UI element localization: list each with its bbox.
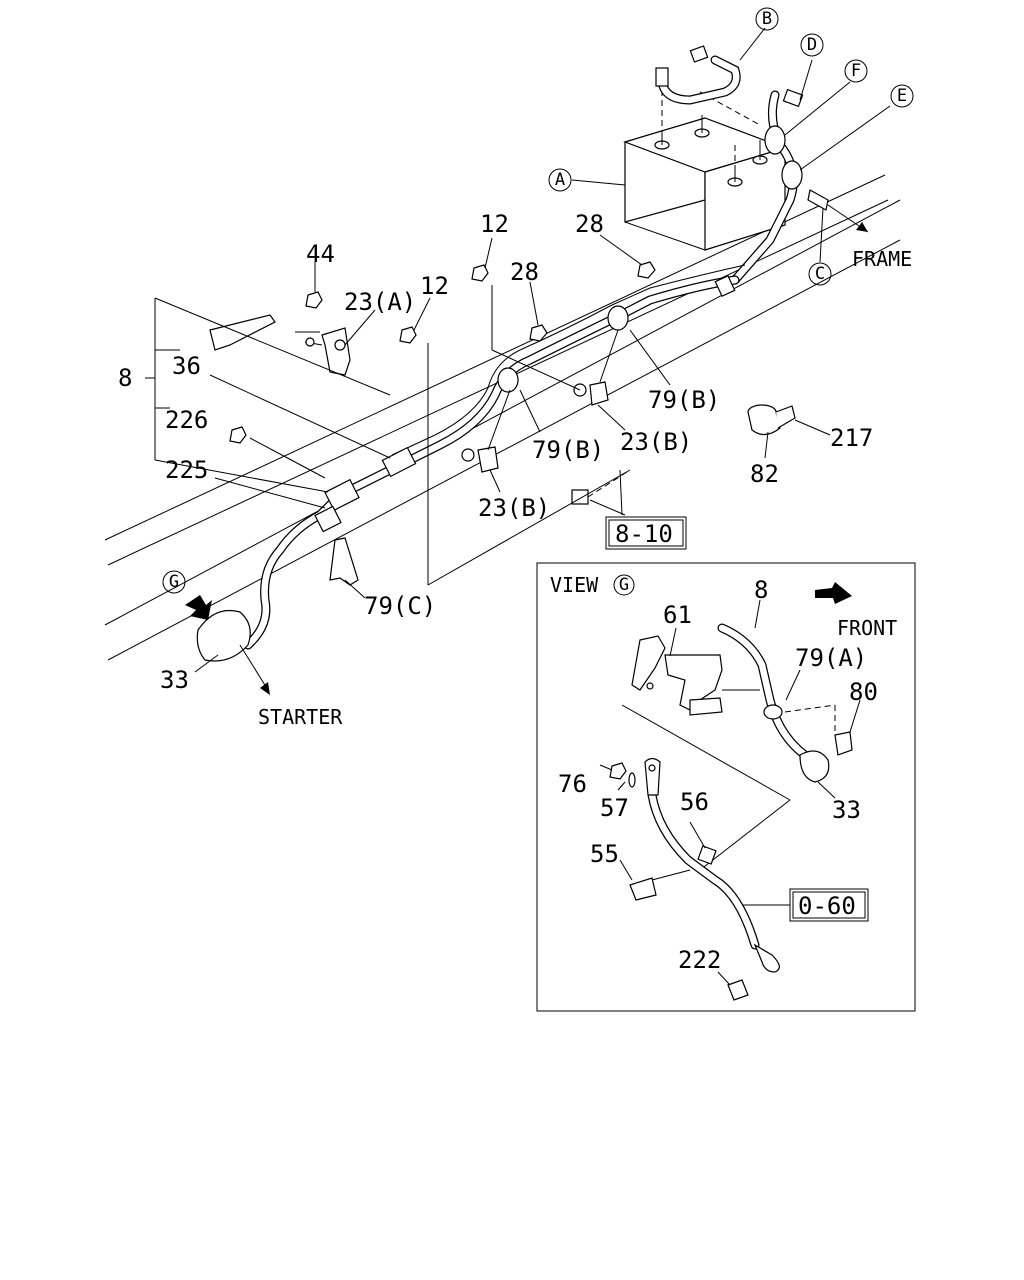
part-82: 82 — [750, 460, 779, 488]
frame-rails — [104, 174, 901, 661]
part-12-lower: 12 — [420, 272, 449, 300]
view-part-79a: 79(A) — [795, 644, 867, 672]
svg-text:B: B — [762, 9, 772, 29]
callout-d: D — [800, 33, 824, 57]
svg-text:8-10: 8-10 — [615, 520, 673, 548]
part-33: 33 — [160, 666, 189, 694]
view-part-57: 57 — [600, 794, 629, 822]
part-28-upper: 28 — [575, 210, 604, 238]
main-battery-cable — [185, 264, 746, 695]
part-79b-right: 79(B) — [648, 386, 720, 414]
svg-text:G: G — [169, 572, 179, 592]
svg-text:C: C — [815, 264, 825, 284]
part-36: 36 — [172, 352, 201, 380]
ref-box-0-60[interactable]: 0-60 — [789, 888, 869, 922]
callout-e: E — [890, 84, 914, 108]
leader-lines — [145, 234, 831, 673]
svg-text:D: D — [807, 35, 817, 55]
brackets-and-fasteners — [209, 261, 796, 586]
view-part-61: 61 — [663, 601, 692, 629]
svg-text:E: E — [897, 86, 907, 106]
part-23a: 23(A) — [344, 288, 416, 316]
part-23b-left: 23(B) — [478, 494, 550, 522]
view-part-33: 33 — [832, 796, 861, 824]
part-79b-left: 79(B) — [532, 436, 604, 464]
callout-a: A — [548, 168, 572, 192]
part-79c: 79(C) — [364, 592, 436, 620]
svg-text:F: F — [851, 61, 861, 81]
part-28-lower: 28 — [510, 258, 539, 286]
frame-label: FRAME — [852, 247, 912, 271]
svg-text:0-60: 0-60 — [798, 892, 856, 920]
part-44: 44 — [306, 240, 335, 268]
front-label: FRONT — [837, 616, 897, 640]
callout-g: G — [162, 570, 186, 594]
view-part-55: 55 — [590, 840, 619, 868]
part-226: 226 — [165, 406, 208, 434]
svg-text:G: G — [619, 575, 629, 595]
part-12-upper: 12 — [480, 210, 509, 238]
part-23b-right: 23(B) — [620, 428, 692, 456]
starter-label: STARTER — [258, 705, 343, 729]
callout-c: C — [808, 262, 832, 286]
view-part-80: 80 — [849, 678, 878, 706]
view-g-inset: VIEW G FRONT — [536, 562, 916, 1012]
part-8: 8 — [118, 364, 132, 392]
battery-assembly — [623, 90, 787, 251]
callout-f: F — [844, 59, 868, 83]
view-label: VIEW — [550, 573, 599, 597]
view-part-56: 56 — [680, 788, 709, 816]
view-part-222: 222 — [678, 946, 721, 974]
part-217: 217 — [830, 424, 873, 452]
callout-g-view: G — [613, 574, 635, 596]
jumper-cable-b — [655, 27, 766, 105]
svg-text:A: A — [555, 170, 565, 190]
battery-right-cables — [730, 59, 891, 285]
ref-box-8-10[interactable]: 8-10 — [605, 516, 687, 550]
view-part-8: 8 — [754, 576, 768, 604]
callout-b: B — [755, 7, 779, 31]
part-225: 225 — [165, 456, 208, 484]
view-part-76: 76 — [558, 770, 587, 798]
